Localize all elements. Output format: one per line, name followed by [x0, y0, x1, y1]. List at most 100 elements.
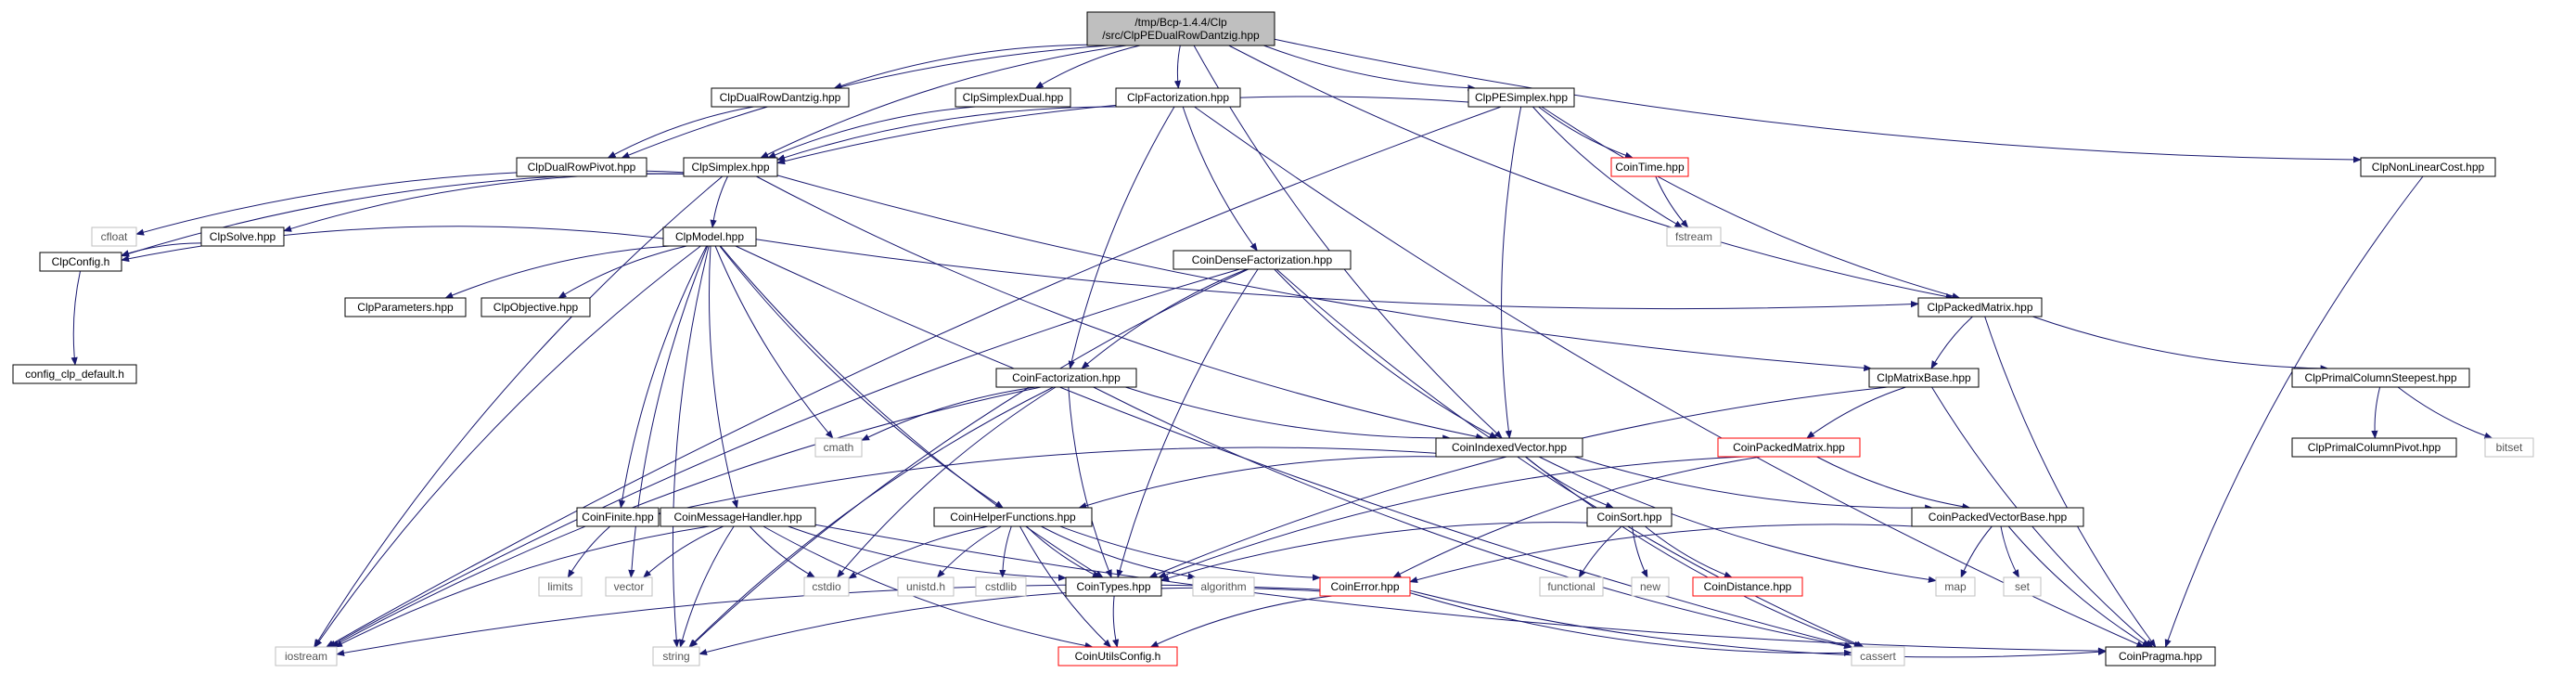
edge-CoinPackedMatrix-to-CoinPackedVectorBase [1816, 456, 1971, 511]
node-CoinTime[interactable]: CoinTime.hpp [1610, 157, 1689, 177]
node-box [662, 226, 757, 247]
node-box [538, 576, 583, 597]
node-CoinIndexedVector[interactable]: CoinIndexedVector.hpp [1435, 437, 1583, 458]
node-algorithm: algorithm [1192, 576, 1255, 597]
edge-CoinFactorization-to-iostream [330, 386, 1042, 648]
node-ClpSimplex[interactable]: ClpSimplex.hpp [683, 157, 778, 177]
node-box [12, 364, 137, 384]
edge-CoinFactorization-to-cmath [861, 386, 1036, 441]
node-limits: limits [538, 576, 583, 597]
edge-ClpMatrixBase-to-CoinPackedMatrix [1806, 386, 1906, 439]
node-ClpObjective[interactable]: ClpObjective.hpp [481, 297, 591, 317]
edge-ClpModel-to-CoinHelperFunctions [719, 245, 1004, 509]
edge-CoinDenseFactorization-to-cassert [1275, 268, 1865, 648]
node-box [2360, 157, 2496, 177]
node-box [897, 576, 955, 597]
node-ClpMatrixBase[interactable]: ClpMatrixBase.hpp [1868, 368, 1980, 388]
node-label: cassert [1860, 650, 1896, 663]
node-ClpParameters[interactable]: ClpParameters.hpp [344, 297, 467, 317]
edge-ClpPackedMatrix-to-ClpPrimalColumnSteepest [2032, 316, 2329, 372]
node-label: string [662, 650, 689, 663]
node-label: /tmp/Bcp-1.4.4/Clp [1134, 16, 1227, 29]
edge-ClpModel-to-CoinMessageHandler [708, 245, 738, 509]
edge-ClpNonLinearCost-to-CoinPragma [2164, 175, 2424, 648]
node-CoinFactorization[interactable]: CoinFactorization.hpp [995, 368, 1137, 388]
node-label: CoinDenseFactorization.hpp [1192, 253, 1333, 266]
node-CoinMessageHandler[interactable]: CoinMessageHandler.hpp [660, 507, 816, 527]
edge-root-to-ClpDualRowPivot [621, 45, 1109, 159]
node-box [683, 157, 778, 177]
edge-ClpModel-to-ClpObjective [557, 245, 687, 299]
edge-CoinMessageHandler-to-cstdio [749, 525, 816, 578]
node-box [275, 646, 338, 667]
edge-CoinDenseFactorization-to-string [689, 268, 1249, 648]
edge-CoinPackedMatrix-to-CoinTypes [1158, 456, 1745, 578]
node-ClpSolve[interactable]: ClpSolve.hpp [200, 226, 285, 247]
node-box [2484, 437, 2534, 458]
node-ClpNonLinearCost[interactable]: ClpNonLinearCost.hpp [2360, 157, 2496, 177]
node-label: fstream [1675, 230, 1712, 243]
node-ClpFactorization[interactable]: ClpFactorization.hpp [1115, 87, 1241, 108]
node-CoinDistance[interactable]: CoinDistance.hpp [1692, 576, 1803, 597]
edge-ClpFactorization-to-CoinDenseFactorization [1182, 106, 1258, 252]
edge-root-to-ClpSimplex [760, 45, 1127, 159]
node-box [1586, 507, 1672, 527]
node-box [91, 226, 137, 247]
node-label: ClpDualRowDantzig.hpp [720, 91, 841, 104]
node-label: ClpParameters.hpp [357, 301, 454, 314]
edge-CoinMessageHandler-to-CoinPragma [814, 524, 2107, 654]
node-CoinPackedVectorBase[interactable]: CoinPackedVectorBase.hpp [1911, 507, 2084, 527]
node-box [1065, 576, 1162, 597]
node-box [39, 252, 122, 272]
node-CoinHelperFunctions[interactable]: CoinHelperFunctions.hpp [933, 507, 1093, 527]
node-box [1467, 87, 1575, 108]
node-label: CoinIndexedVector.hpp [1452, 441, 1567, 454]
edge-CoinPackedVectorBase-to-set [2000, 525, 2019, 578]
edge-CoinError-to-string [698, 587, 1321, 655]
node-CoinPragma[interactable]: CoinPragma.hpp [2105, 646, 2216, 667]
node-CoinUtilsConfig[interactable]: CoinUtilsConfig.h [1057, 646, 1178, 667]
node-box [516, 157, 647, 177]
edge-CoinTime-to-fstream [1655, 175, 1689, 228]
node-CoinDenseFactorization[interactable]: CoinDenseFactorization.hpp [1173, 250, 1352, 270]
node-label: CoinMessageHandler.hpp [673, 511, 801, 524]
node-ClpDualRowDantzig[interactable]: ClpDualRowDantzig.hpp [711, 87, 850, 108]
edge-CoinHelperFunctions-to-cstdio [848, 525, 989, 579]
edge-CoinSort-to-CoinTypes [1160, 522, 1588, 582]
node-label: CoinTime.hpp [1615, 161, 1685, 174]
node-label: ClpPackedMatrix.hpp [1927, 301, 2032, 314]
node-ClpPrimalColumnPivot[interactable]: ClpPrimalColumnPivot.hpp [2291, 437, 2457, 458]
node-vector: vector [605, 576, 653, 597]
node-CoinTypes[interactable]: CoinTypes.hpp [1065, 576, 1162, 597]
node-label: ClpFactorization.hpp [1127, 91, 1229, 104]
edge-ClpModel-to-cassert [735, 245, 1853, 649]
node-ClpPrimalColumnSteepest[interactable]: ClpPrimalColumnSteepest.hpp [2291, 368, 2470, 388]
edge-CoinFactorization-to-cstdio [836, 386, 1057, 578]
node-label: cstdio [812, 580, 841, 593]
edge-root-to-ClpNonLinearCost [1274, 38, 2362, 163]
node-ClpDualRowPivot[interactable]: ClpDualRowPivot.hpp [516, 157, 647, 177]
edge-CoinIndexedVector-to-CoinFinite [658, 447, 1437, 516]
node-CoinPackedMatrix[interactable]: CoinPackedMatrix.hpp [1717, 437, 1861, 458]
node-ClpSimplexDual[interactable]: ClpSimplexDual.hpp [955, 87, 1071, 108]
edge-ClpFactorization-to-CoinFactorization [1068, 106, 1175, 369]
node-config_clp_default[interactable]: config_clp_default.h [12, 364, 137, 384]
node-CoinFinite[interactable]: CoinFinite.hpp [576, 507, 660, 527]
edge-CoinSort-to-functional [1578, 525, 1622, 578]
node-label: /src/ClpPEDualRowDantzig.hpp [1102, 29, 1260, 42]
node-ClpModel[interactable]: ClpModel.hpp [662, 226, 757, 247]
edge-ClpPESimplex-to-CoinTime [1538, 106, 1634, 159]
node-CoinSort[interactable]: CoinSort.hpp [1586, 507, 1672, 527]
node-box [2105, 646, 2216, 667]
node-label: config_clp_default.h [25, 368, 124, 381]
edge-ClpModel-to-CoinFinite [619, 245, 708, 509]
edge-ClpPrimalColumnSteepest-to-ClpPrimalColumnPivot [2371, 386, 2381, 439]
node-ClpPESimplex[interactable]: ClpPESimplex.hpp [1467, 87, 1575, 108]
node-box [1610, 157, 1689, 177]
node-root[interactable]: /tmp/Bcp-1.4.4/Clp/src/ClpPEDualRowDantz… [1086, 11, 1275, 46]
node-box [933, 507, 1093, 527]
node-CoinError[interactable]: CoinError.hpp [1319, 576, 1411, 597]
node-ClpPackedMatrix[interactable]: ClpPackedMatrix.hpp [1917, 297, 2043, 317]
edge-CoinError-to-CoinPragma [1409, 589, 2107, 658]
node-ClpConfig[interactable]: ClpConfig.h [39, 252, 122, 272]
